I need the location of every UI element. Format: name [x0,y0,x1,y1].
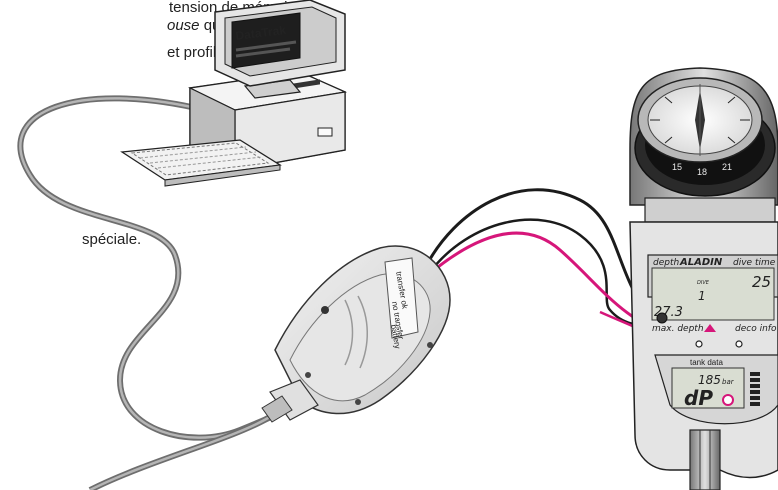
compass-number-18: 18 [697,167,707,177]
text-line-2-italic: ouse [167,17,200,34]
big-value: dP [684,386,713,410]
label-max-depth: max. depth [652,324,704,334]
contact-right [722,394,734,406]
screen-text: DataTrak [235,23,287,43]
pressure-value: 185 [698,373,721,387]
label-dive-time: dive time [733,258,776,268]
label-depth: depth [653,258,679,268]
desktop-computer: DataTrak [120,0,348,187]
pressure-unit: bar [722,378,735,386]
dive-time-value: 25 [752,273,771,291]
label-deco-info: deco info [735,324,777,334]
text-line-4: spéciale. [82,231,142,248]
compass-number-21: 21 [722,162,732,172]
brand-name: ALADIN [679,257,723,268]
dive-number-label: DIVE [697,280,710,286]
dive-computer-console: 15 18 21 depth ALADIN dive time 25 DIVE … [629,67,778,490]
label-battery: battery [389,324,402,350]
dive-number-value: 1 [698,289,706,303]
contact-left [656,312,668,324]
interface-unit: transfer ok no transfer battery [88,245,451,490]
compass-number-15: 15 [672,162,682,172]
pressure-bargraph [750,372,760,406]
label-tank-data: tank data [690,358,723,367]
warning-icon [704,324,716,332]
